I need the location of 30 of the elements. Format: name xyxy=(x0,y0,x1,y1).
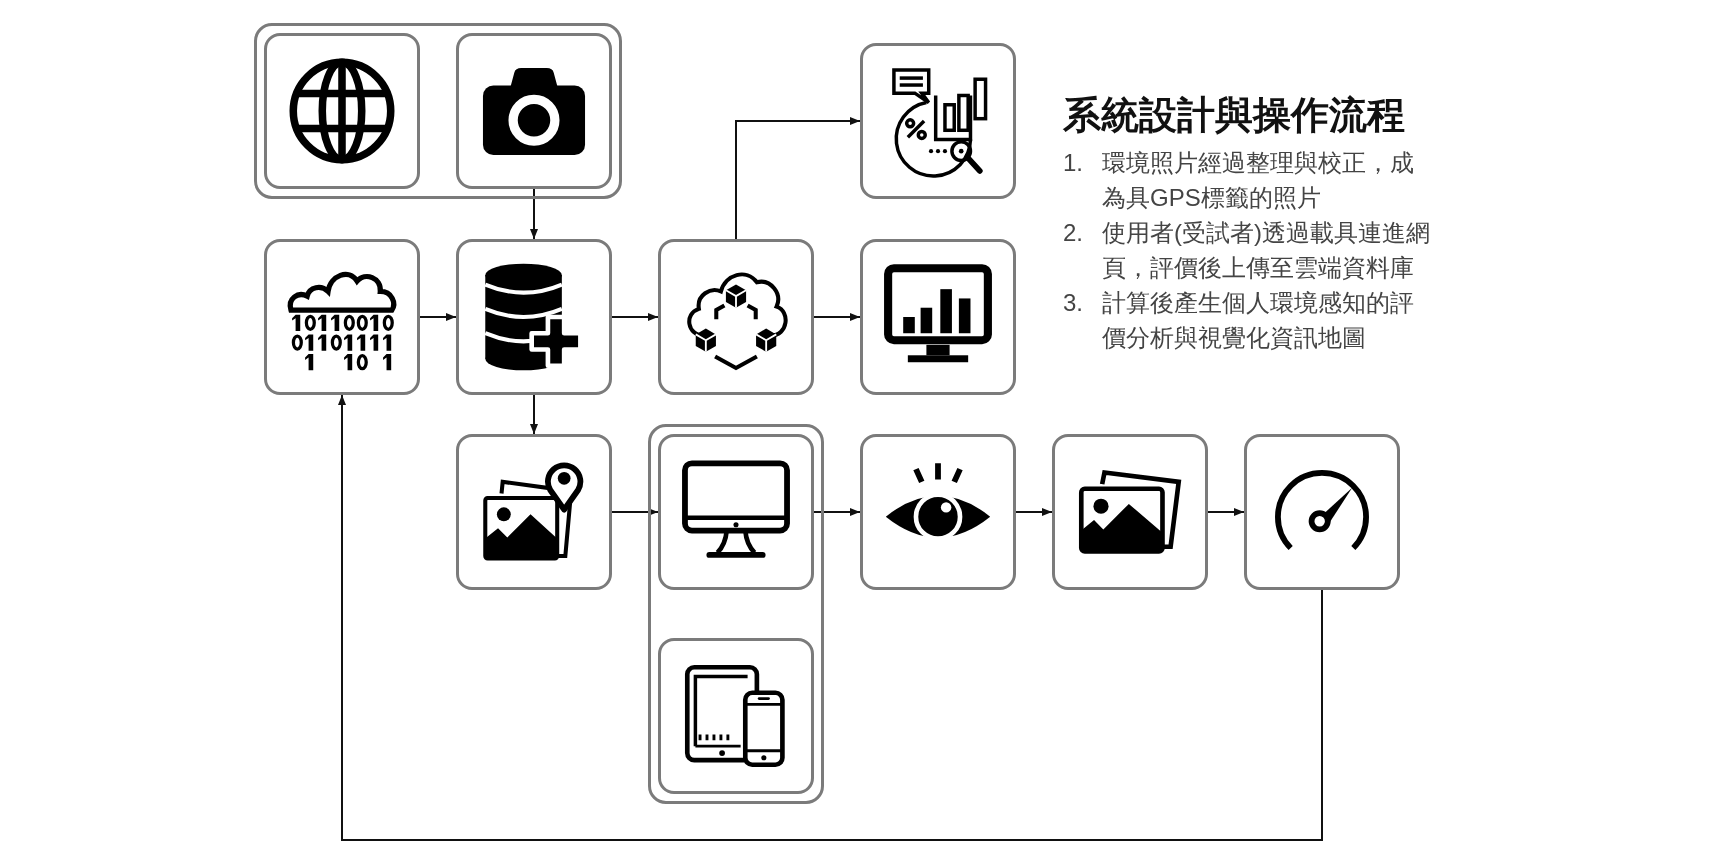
arrow xyxy=(735,117,861,240)
arrow xyxy=(1015,508,1053,516)
arrow xyxy=(813,508,861,516)
diagram-title: 系統設計與操作流程 xyxy=(1063,93,1405,138)
icon-tile xyxy=(658,239,814,395)
icon-tile xyxy=(657,433,814,590)
icon-tile xyxy=(455,32,612,189)
icon-tile xyxy=(456,434,612,590)
numbered-note: 1. 環境照片經過整理與校正，成為具GPS標籤的照片 xyxy=(1063,148,1415,213)
icon-tile xyxy=(1244,434,1400,590)
arrow xyxy=(530,394,538,435)
icon-tile xyxy=(657,637,814,794)
arrow xyxy=(611,508,659,516)
numbered-note: 2. 使用者(受試者)透過載具連進網頁，評價後上傳至雲端資料庫 xyxy=(1063,218,1431,283)
icon-tile xyxy=(264,239,420,395)
group-frame xyxy=(254,23,622,199)
icon-tile xyxy=(456,239,612,395)
icon-tile xyxy=(860,43,1016,199)
arrow xyxy=(338,394,1323,841)
group-frame xyxy=(648,424,824,804)
icon-tile xyxy=(1052,434,1208,590)
icon-tile xyxy=(860,434,1016,590)
arrow xyxy=(530,188,538,240)
icon-tile xyxy=(860,239,1016,395)
arrow xyxy=(1207,508,1245,516)
arrow xyxy=(611,313,659,321)
arrow xyxy=(813,313,861,321)
arrow xyxy=(419,313,457,321)
icon-tile xyxy=(263,32,420,189)
numbered-note: 3. 計算後產生個人環境感知的評價分析與視覺化資訊地圖 xyxy=(1063,288,1415,353)
